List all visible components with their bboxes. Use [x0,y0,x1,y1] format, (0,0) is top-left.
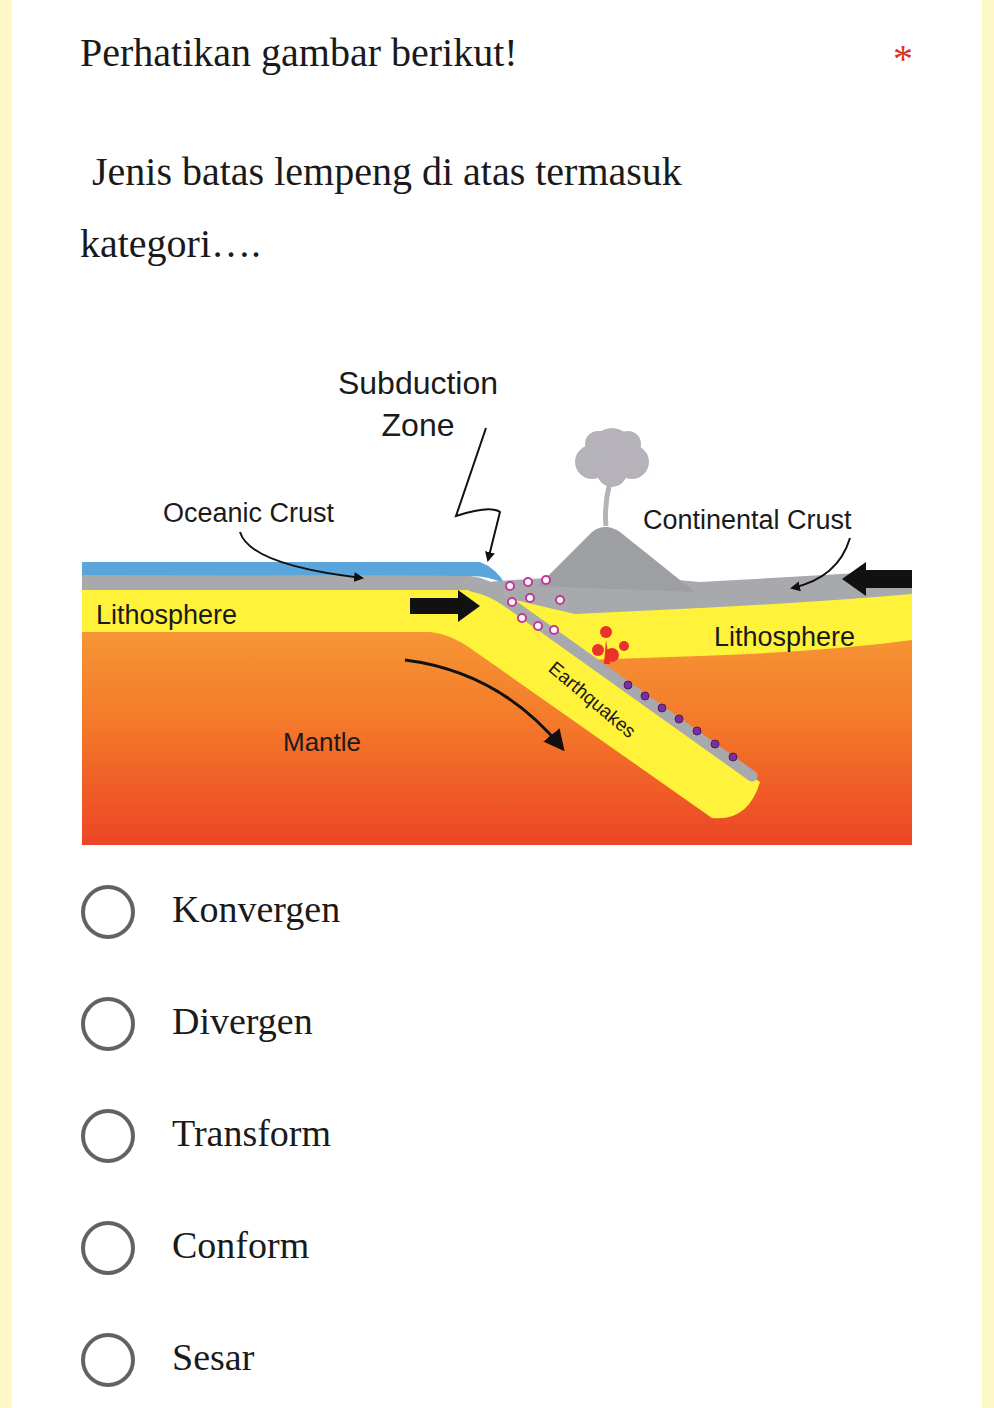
answer-option: Konvergen [172,885,340,933]
question-text: Jenis batas lempeng di atas termasuk kat… [80,136,820,280]
plate-motion-arrow [410,590,480,622]
earthquake-focus [624,681,737,761]
crust-label: Oceanic Crust [163,496,334,530]
earthquake-focus [506,576,564,634]
crust-label: Continental Crust [643,503,852,537]
answer-option: Conform [172,1221,309,1269]
leader-line [792,538,850,588]
ash-cloud [575,428,649,487]
answer-option: Transform [172,1109,331,1157]
leader-line [240,532,362,578]
answer-option: Sesar [172,1333,254,1381]
mantle-flow-arrow [405,660,562,748]
layer-label: Mantle [283,726,361,759]
layer-label: Lithosphere [714,620,855,654]
form-title: Perhatikan gambar berikut! [80,28,518,78]
layer-label: Lithosphere [96,598,237,632]
zone-label: Subduction Zone [308,362,528,446]
required-mark: * [893,34,913,84]
volcano [538,527,695,592]
oceanic-crust [82,574,505,598]
page-strip [982,0,994,1408]
slab-label: Earthquakes [543,657,640,744]
radio-button [83,887,133,1385]
magma [592,626,629,664]
plate-motion-arrow [842,562,912,596]
eruption-column [606,482,611,526]
answer-option: Divergen [172,997,313,1045]
slab-crust [472,586,752,776]
page-strip [0,0,12,1408]
leader-line [456,428,500,560]
